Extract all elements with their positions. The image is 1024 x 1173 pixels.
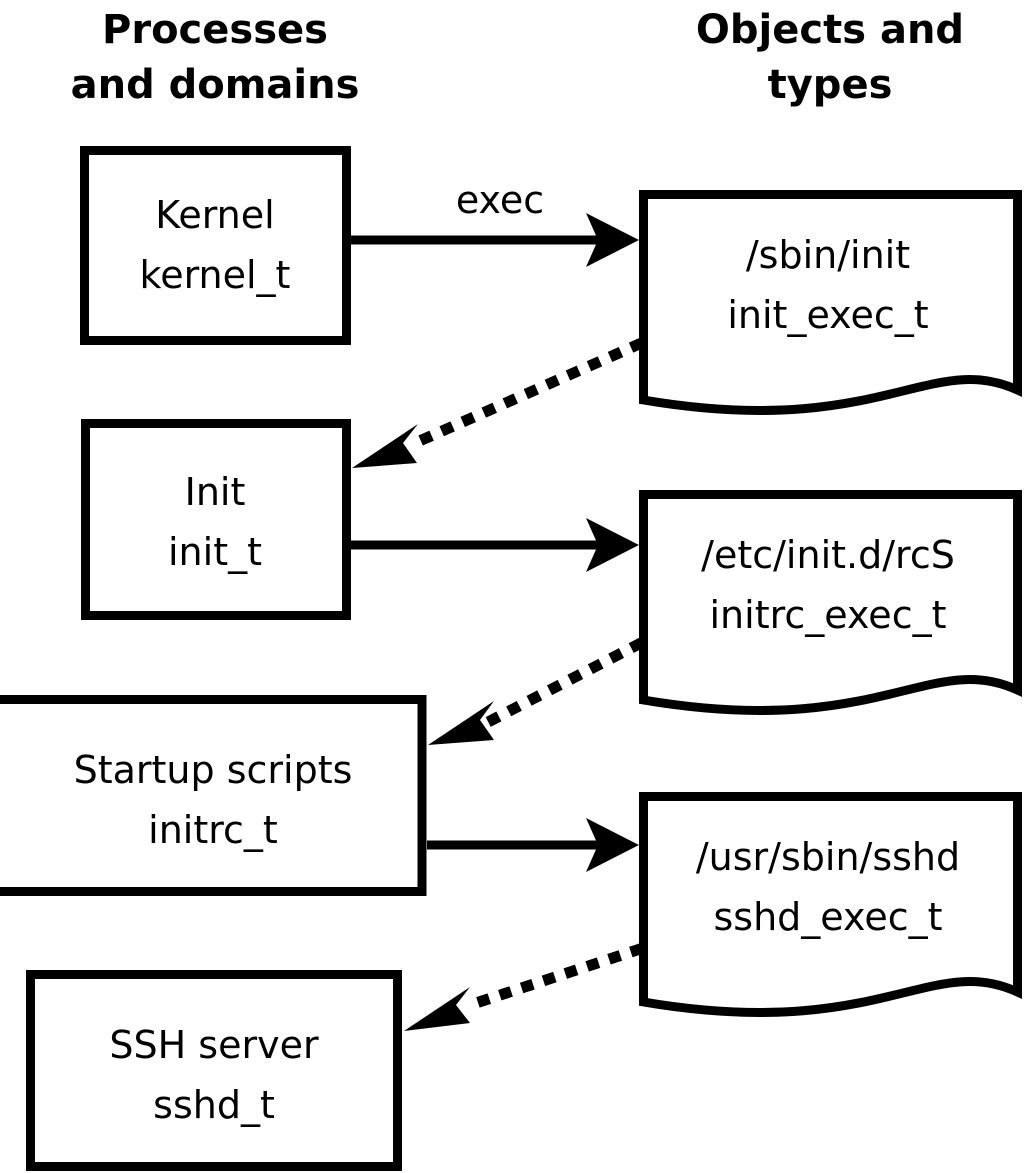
node-ssh-server-line2: sshd_t xyxy=(153,1083,275,1127)
column-header-objects: Objects and types xyxy=(696,7,964,108)
node-init[interactable]: Init init_t xyxy=(81,419,351,620)
node-ssh-server[interactable]: SSH server sshd_t xyxy=(26,970,402,1171)
edge-kernel-to-init-exec: exec xyxy=(350,178,639,267)
edge-init-exec-to-init-arrowhead xyxy=(352,424,418,468)
node-startup-scripts-line2: initrc_t xyxy=(148,808,278,852)
node-sbin-init[interactable]: /sbin/init init_exec_t xyxy=(639,190,1022,416)
node-sbin-init-line1: /sbin/init xyxy=(746,233,910,277)
column-header-processes-line1: Processes xyxy=(102,7,328,53)
edge-initrc-exec-to-initrc-line xyxy=(484,637,645,728)
node-startup-scripts[interactable]: Startup scripts initrc_t xyxy=(0,695,427,896)
edge-label-exec: exec xyxy=(456,178,544,222)
edge-initrc-to-sshd-exec-arrowhead xyxy=(586,818,639,872)
edge-sshd-exec-to-sshd-line xyxy=(463,943,644,1012)
node-etc-initd-rcs-line2: initrc_exec_t xyxy=(710,593,947,637)
column-header-processes-line2: and domains xyxy=(71,62,360,108)
node-etc-initd-rcs[interactable]: /etc/init.d/rcS initrc_exec_t xyxy=(639,490,1022,716)
node-ssh-server-box[interactable] xyxy=(26,970,402,1171)
edge-kernel-to-init-exec-arrowhead xyxy=(586,213,639,267)
node-usr-sbin-sshd-line2: sshd_exec_t xyxy=(713,895,942,939)
node-kernel-box[interactable] xyxy=(80,146,351,345)
node-startup-scripts-line1: Startup scripts xyxy=(74,748,353,792)
edge-initrc-to-sshd-exec xyxy=(427,818,639,872)
node-kernel-line1: Kernel xyxy=(155,193,274,237)
node-usr-sbin-sshd-document-shape[interactable] xyxy=(639,792,1022,1018)
node-usr-sbin-sshd[interactable]: /usr/sbin/sshd sshd_exec_t xyxy=(639,792,1022,1018)
node-kernel[interactable]: Kernel kernel_t xyxy=(80,146,351,345)
node-usr-sbin-sshd-line1: /usr/sbin/sshd xyxy=(696,835,960,879)
edge-initrc-exec-to-initrc xyxy=(428,637,645,745)
edge-init-exec-to-init-line xyxy=(407,337,645,451)
node-init-box[interactable] xyxy=(81,419,351,620)
edge-sshd-exec-to-sshd xyxy=(404,943,644,1031)
node-sbin-init-line2: init_exec_t xyxy=(727,293,928,337)
column-header-processes: Processes and domains xyxy=(71,7,360,108)
edge-initrc-exec-to-initrc-arrowhead xyxy=(428,701,494,745)
node-startup-scripts-box[interactable] xyxy=(0,695,427,896)
column-header-objects-line1: Objects and xyxy=(696,7,964,53)
column-header-objects-line2: types xyxy=(768,62,893,108)
edge-init-to-initrc-exec xyxy=(350,518,639,572)
edge-sshd-exec-to-sshd-arrowhead xyxy=(404,987,470,1031)
node-etc-initd-rcs-document-shape[interactable] xyxy=(639,490,1022,716)
node-sbin-init-document-shape[interactable] xyxy=(639,190,1022,416)
edge-init-to-initrc-exec-arrowhead xyxy=(586,518,639,572)
node-ssh-server-line1: SSH server xyxy=(109,1023,319,1067)
edge-init-exec-to-init xyxy=(352,337,645,468)
node-init-line1: Init xyxy=(185,470,246,514)
node-etc-initd-rcs-line1: /etc/init.d/rcS xyxy=(701,533,955,577)
node-kernel-line2: kernel_t xyxy=(140,253,291,297)
node-init-line2: init_t xyxy=(168,530,262,574)
